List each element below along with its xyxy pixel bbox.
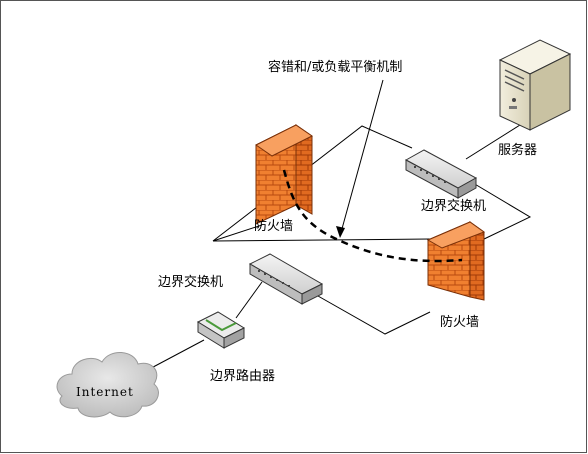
annotation-arrowhead bbox=[336, 226, 345, 238]
switch-upper-label: 边界交换机 bbox=[421, 199, 487, 214]
server-tower-icon bbox=[498, 39, 572, 131]
link-switch-router bbox=[235, 281, 263, 319]
link-switch-lower bbox=[317, 295, 431, 335]
link-switch-right bbox=[467, 179, 532, 241]
cloud-icon bbox=[56, 352, 159, 418]
failover-dashed-curve bbox=[282, 169, 463, 263]
firewall-lower-label: 防火墙 bbox=[440, 315, 480, 330]
network-switch-icon bbox=[404, 149, 478, 199]
network-links bbox=[139, 79, 532, 375]
switch-lower-label: 边界交换机 bbox=[158, 275, 224, 290]
link-fw-upper-left bbox=[212, 224, 263, 242]
internet-label: Internet bbox=[76, 385, 134, 399]
firewall-upper-label: 防火墙 bbox=[254, 219, 294, 234]
link-fw-upper-to-lower bbox=[212, 238, 431, 242]
firewall-brick-icon bbox=[426, 221, 486, 301]
annotation-label: 容错和/或负载平衡机制 bbox=[268, 60, 403, 75]
annotation-arrow-line bbox=[339, 79, 384, 237]
server-label: 服务器 bbox=[498, 143, 538, 158]
router-label: 边界路由器 bbox=[210, 369, 276, 384]
link-server bbox=[465, 124, 521, 160]
network-switch-icon bbox=[248, 253, 324, 305]
router-icon bbox=[196, 311, 246, 349]
